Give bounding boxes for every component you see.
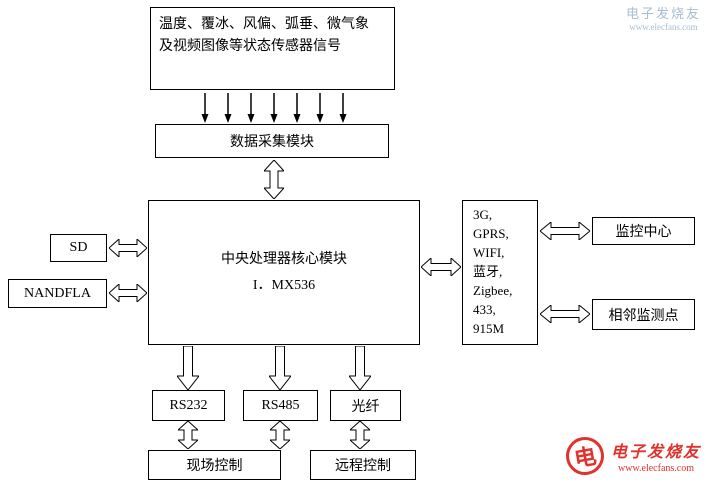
bidirectional-arrow-comm-adjacent bbox=[540, 305, 590, 323]
arrow-sensor-to-daq-7 bbox=[339, 93, 347, 123]
comm-line-915m: 915M bbox=[473, 321, 505, 336]
watermark-top: 电子发烧友 www.elecfans.com bbox=[626, 6, 701, 34]
sensor-signals-line2: 及视频图像等状态传感器信号 bbox=[159, 39, 341, 54]
cpu-core-line1: 中央处理器核心模块 bbox=[221, 251, 347, 267]
cpu-core-line2: I．MX536 bbox=[252, 277, 316, 293]
comm-module-box: 3G, GPRS, WIFI, 蓝牙, Zigbee, 433, 915M bbox=[462, 200, 538, 345]
arrow-sensor-to-daq-1 bbox=[201, 93, 209, 123]
fiber-box: 光纤 bbox=[330, 390, 401, 421]
field-control-label: 现场控制 bbox=[186, 459, 243, 474]
monitor-center-box: 监控中心 bbox=[592, 217, 695, 245]
watermark-site-name: 电子发烧友 bbox=[625, 6, 701, 21]
arrow-sensor-to-daq-3 bbox=[247, 93, 255, 123]
rs232-box: RS232 bbox=[152, 390, 225, 421]
field-control-box: 现场控制 bbox=[148, 450, 281, 480]
bidirectional-arrow-daq-cpu bbox=[264, 160, 284, 199]
sensor-signals-box: 温度、覆冰、风偏、弧垂、微气象 及视频图像等状态传感器信号 bbox=[150, 7, 395, 90]
fiber-label: 光纤 bbox=[351, 399, 380, 415]
watermark-site-url: www.elecfans.com bbox=[629, 22, 698, 33]
comm-line-gprs: GPRS, bbox=[473, 226, 509, 241]
comm-line-3g: 3G, bbox=[473, 207, 493, 222]
adjacent-site-box: 相邻监测点 bbox=[592, 299, 695, 330]
comm-line-bluetooth: 蓝牙, bbox=[473, 264, 503, 279]
brand-site-name: 电子发烧友 bbox=[611, 444, 702, 461]
sd-label: SD bbox=[69, 240, 88, 255]
data-acquisition-box: 数据采集模块 bbox=[155, 124, 389, 158]
nandfla-box: NANDFLA bbox=[8, 279, 107, 308]
rs485-box: RS485 bbox=[243, 390, 318, 421]
bidirectional-arrow-fiber-remote bbox=[350, 421, 370, 449]
brand-logo-icon: 电 bbox=[562, 433, 608, 479]
sd-box: SD bbox=[50, 234, 107, 262]
adjacent-site-label: 相邻监测点 bbox=[608, 308, 679, 324]
arrow-cpu-to-fiber bbox=[349, 346, 371, 390]
bidirectional-arrow-comm-monitor bbox=[540, 222, 590, 240]
sensor-signals-line1: 温度、覆冰、风偏、弧垂、微气象 bbox=[159, 17, 369, 32]
bidirectional-arrow-cpu-comm bbox=[421, 258, 461, 276]
monitor-center-label: 监控中心 bbox=[615, 225, 672, 240]
arrow-sensor-to-daq-4 bbox=[270, 93, 278, 123]
remote-control-label: 远程控制 bbox=[335, 459, 391, 474]
cpu-core-box: 中央处理器核心模块 I．MX536 bbox=[148, 200, 420, 345]
brand-watermark: 电 电子发烧友 www.elecfans.com bbox=[562, 433, 701, 479]
bidirectional-arrow-rs485-field bbox=[270, 421, 290, 449]
bidirectional-arrow-sd-cpu bbox=[109, 239, 147, 257]
nandfla-label: NANDFLA bbox=[24, 285, 91, 301]
arrow-sensor-to-daq-6 bbox=[316, 93, 324, 123]
bidirectional-arrow-rs232-field bbox=[178, 421, 198, 449]
arrow-cpu-to-rs485 bbox=[269, 346, 291, 390]
comm-line-433: 433, bbox=[473, 302, 496, 317]
brand-text: 电子发烧友 www.elecfans.com bbox=[611, 438, 701, 474]
comm-line-wifi: WIFI, bbox=[473, 245, 505, 260]
remote-control-box: 远程控制 bbox=[310, 450, 416, 480]
arrow-sensor-to-daq-2 bbox=[224, 93, 232, 123]
data-acquisition-label: 数据采集模块 bbox=[230, 135, 314, 150]
rs232-label: RS232 bbox=[169, 397, 208, 413]
arrow-sensor-to-daq-5 bbox=[293, 93, 301, 123]
rs485-label: RS485 bbox=[261, 397, 300, 413]
brand-site-url: www.elecfans.com bbox=[618, 463, 694, 474]
bidirectional-arrow-nandfla-cpu bbox=[109, 284, 147, 302]
arrow-cpu-to-rs232 bbox=[177, 346, 199, 390]
comm-line-zigbee: Zigbee, bbox=[473, 283, 513, 298]
